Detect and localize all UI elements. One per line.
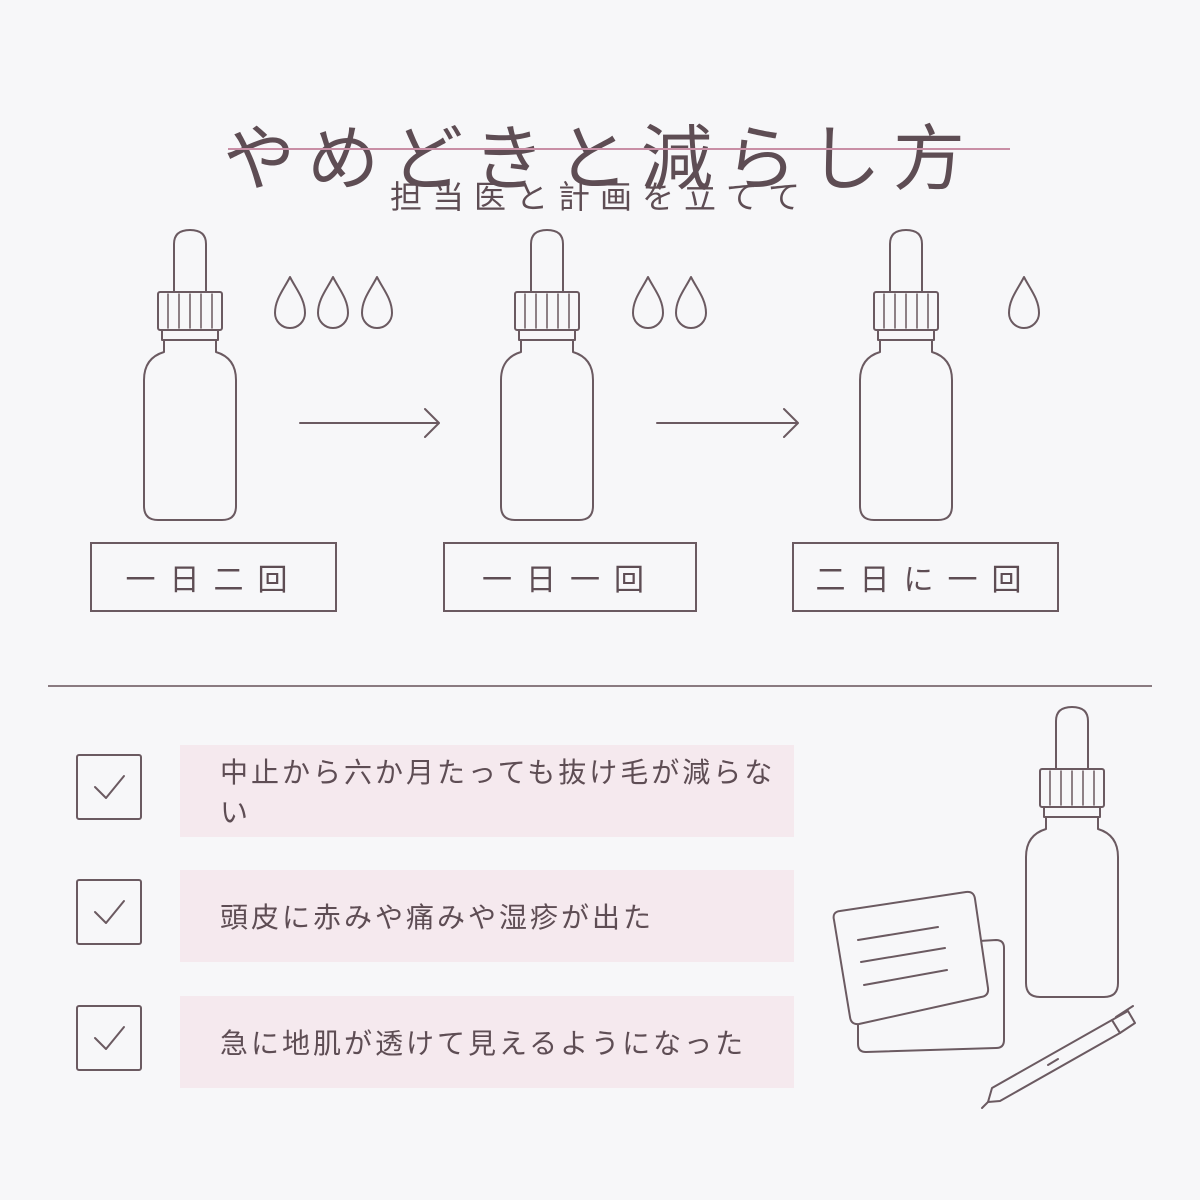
drop-icon bbox=[361, 276, 393, 329]
checkmark-icon bbox=[94, 775, 125, 799]
checkbox-3[interactable] bbox=[76, 1005, 142, 1071]
drop-icon bbox=[317, 276, 349, 329]
bottle-icon bbox=[859, 229, 953, 521]
page-subtitle: 担当医と計画を立てて bbox=[389, 178, 810, 216]
page-title: やめどきと減らし方 bbox=[223, 117, 977, 202]
arrow-right-icon bbox=[299, 408, 440, 438]
checkmark-icon bbox=[94, 900, 125, 924]
drop-icon bbox=[1008, 276, 1040, 329]
checkbox-1[interactable] bbox=[76, 754, 142, 820]
checklist-item-3: 急に地肌が透けて見えるようになった bbox=[180, 996, 794, 1088]
checklist-item-1: 中止から六か月たっても抜け毛が減らない bbox=[180, 745, 794, 837]
stage-label-1: 一日二回 bbox=[90, 542, 337, 612]
arrow-right-icon bbox=[656, 408, 799, 438]
stage-label-2: 一日一回 bbox=[443, 542, 697, 612]
drop-icon bbox=[632, 276, 664, 329]
drop-icon bbox=[274, 276, 306, 329]
stage-label-3: 二日に一回 bbox=[792, 542, 1059, 612]
bottle-icon bbox=[143, 229, 237, 521]
checkbox-2[interactable] bbox=[76, 879, 142, 945]
checkmark-icon bbox=[94, 1026, 125, 1050]
bottle-icon bbox=[1025, 706, 1119, 998]
bottle-icon bbox=[500, 229, 594, 521]
section-divider bbox=[48, 685, 1152, 687]
pen-icon bbox=[981, 1005, 1136, 1109]
checklist-item-2: 頭皮に赤みや痛みや湿疹が出た bbox=[180, 870, 794, 962]
title-underline bbox=[228, 148, 1010, 150]
drop-icon bbox=[675, 276, 707, 329]
memo-card-icon bbox=[832, 890, 1005, 1053]
